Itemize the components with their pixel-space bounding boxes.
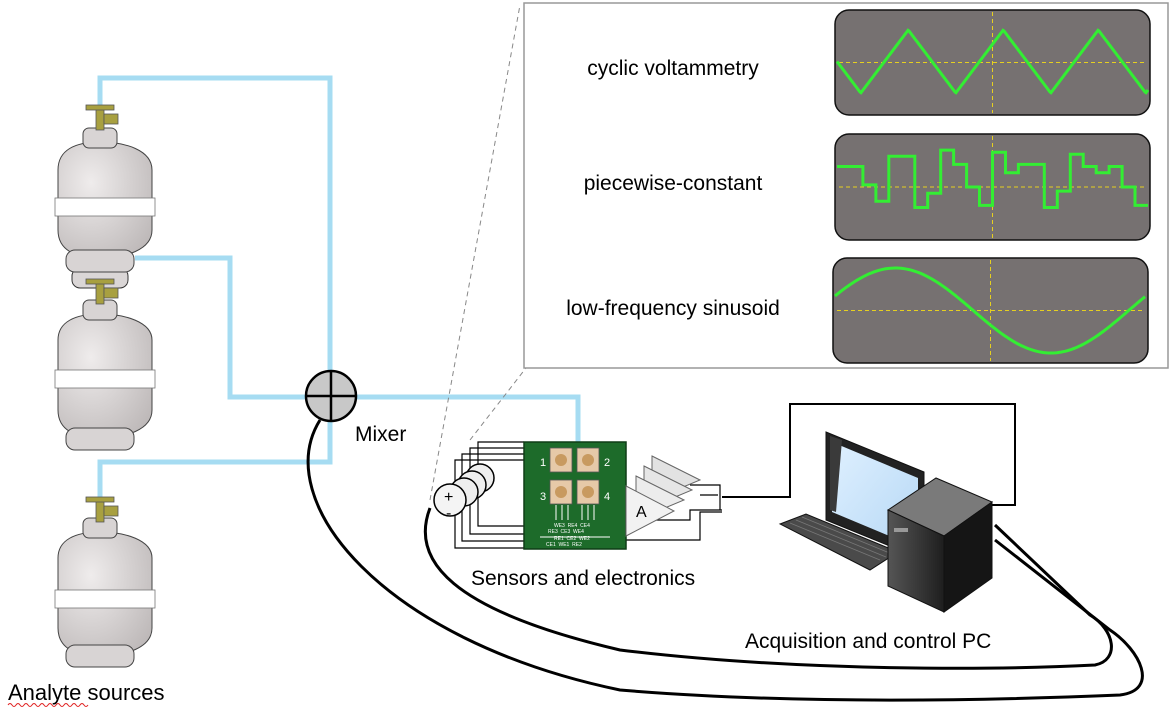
waveform-trace-2 <box>837 148 1148 209</box>
waveform-label-1: cyclic voltammetry <box>587 57 759 80</box>
amplifier-label: A <box>636 504 647 521</box>
mixer-label: Mixer <box>355 423 406 446</box>
waveform-2: piecewise-constant <box>584 133 1151 241</box>
sensor-board[interactable]: 1 2 3 4 WE3 RE4 CE4 RE3 CE3 WE4 RE1 CE2 … <box>523 441 627 550</box>
waveform-3: low-frequency sinusoid <box>566 257 1149 364</box>
voltage-source-icon[interactable]: + - <box>433 463 495 522</box>
pcb-number-3: 3 <box>540 491 546 503</box>
valve-icon[interactable] <box>85 496 119 523</box>
waveform-trace-1 <box>835 28 1150 95</box>
sensors-label: Sensors and electronics <box>471 567 695 590</box>
gas-tank-bottom <box>54 496 156 668</box>
gas-tank-top <box>54 104 156 273</box>
pcb-pin-row-3: RE1 CE2 WE2 <box>554 536 590 542</box>
pc-label: Acquisition and control PC <box>745 630 991 653</box>
pcb-number-1: 1 <box>540 457 546 469</box>
pcb-number-4: 4 <box>604 491 610 503</box>
pcb-pin-row-2: RE3 CE3 WE4 <box>548 529 584 535</box>
waveform-label-2: piecewise-constant <box>584 172 763 195</box>
gas-tank-middle <box>54 278 156 451</box>
spellcheck-underline <box>7 703 89 707</box>
waveform-trace-3 <box>834 266 1146 355</box>
sensor-pad-4 <box>576 479 600 505</box>
analyte-sources-label: Analyte sources <box>8 680 165 705</box>
waveform-1: cyclic voltammetry <box>587 9 1151 116</box>
gas-tubing <box>97 75 581 500</box>
source-plus: + <box>444 489 453 506</box>
valve-icon[interactable] <box>85 278 119 305</box>
amplifier-icon[interactable]: A <box>625 455 702 537</box>
source-minus: - <box>446 505 451 522</box>
pcb-pin-row-4: CE1 WE1 RE2 <box>546 542 582 548</box>
valve-icon[interactable] <box>85 104 119 131</box>
mixer-icon[interactable] <box>304 369 358 423</box>
pcb-pin-row-1: WE3 RE4 CE4 <box>554 523 590 529</box>
computer-icon[interactable] <box>778 431 994 613</box>
signal-cables <box>306 403 1144 702</box>
pcb-number-2: 2 <box>604 457 610 469</box>
tower-icon <box>886 477 994 613</box>
sensor-pad-3 <box>549 479 573 505</box>
sensor-pad-2 <box>576 447 600 473</box>
sensor-pad-1 <box>549 447 573 473</box>
waveform-label-3: low-frequency sinusoid <box>566 297 780 320</box>
zoom-lines <box>429 4 527 501</box>
